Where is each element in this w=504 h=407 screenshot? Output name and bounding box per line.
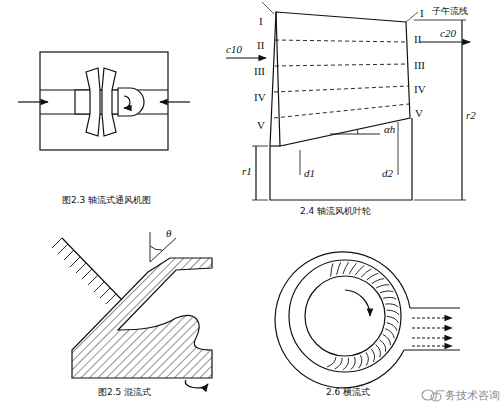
velocity-label: c10 xyxy=(226,44,242,55)
blade xyxy=(337,262,341,275)
mixed-flow-figure xyxy=(52,232,212,388)
blade xyxy=(383,297,396,299)
blade xyxy=(343,262,349,274)
outflow-arrow xyxy=(412,327,452,328)
section-numeral: V xyxy=(257,120,265,131)
angle-label: αh xyxy=(384,124,395,135)
section-numeral: II xyxy=(257,40,264,51)
blade xyxy=(376,285,389,288)
blade xyxy=(361,269,371,277)
outflow-arrow xyxy=(412,317,452,318)
dimension-label: d1 xyxy=(304,168,315,179)
blade xyxy=(385,304,398,307)
blade xyxy=(343,358,349,370)
section-numeral: I xyxy=(259,16,263,27)
blade xyxy=(376,345,381,358)
figure-caption: 图2.5 混流式 xyxy=(98,388,151,397)
cross-flow-figure xyxy=(275,252,460,388)
outflow-arrow xyxy=(412,337,452,338)
blade xyxy=(380,340,386,352)
blade xyxy=(327,357,336,367)
blade xyxy=(366,352,368,365)
figure-caption: 2.4 轴流风机叶轮 xyxy=(300,207,371,216)
section-numeral: I xyxy=(420,8,424,19)
blade xyxy=(355,266,364,276)
axial-fan-figure xyxy=(18,52,190,150)
section-numeral: II xyxy=(414,34,421,45)
blade xyxy=(371,349,374,362)
blade xyxy=(367,273,379,280)
outflow-arrow xyxy=(412,345,452,346)
dimension-label: r2 xyxy=(466,110,476,121)
section-numeral: IV xyxy=(254,92,266,103)
section-numeral: III xyxy=(254,66,265,77)
blade xyxy=(331,263,333,276)
impeller-figure xyxy=(226,2,470,200)
blade xyxy=(380,291,393,293)
dimension-label: r1 xyxy=(242,166,252,177)
streamline-label: 子午流线 xyxy=(432,7,468,16)
section-numeral: III xyxy=(414,60,425,71)
figure-caption: 2.6 横流式 xyxy=(326,388,370,397)
blade xyxy=(351,357,355,370)
figure-caption: 图2.3 轴流式通风机图 xyxy=(62,196,151,205)
blade xyxy=(372,279,384,284)
blade xyxy=(359,355,362,368)
dimension-label: d2 xyxy=(382,168,393,179)
blade xyxy=(349,263,357,274)
watermark: 厂务技术咨询 xyxy=(434,390,500,401)
blade xyxy=(335,358,342,369)
angle-label: θ xyxy=(166,228,171,239)
section-numeral: IV xyxy=(414,84,426,95)
blade xyxy=(387,316,399,323)
blade xyxy=(387,310,399,315)
velocity-label: c20 xyxy=(440,28,456,39)
section-numeral: V xyxy=(415,108,423,119)
